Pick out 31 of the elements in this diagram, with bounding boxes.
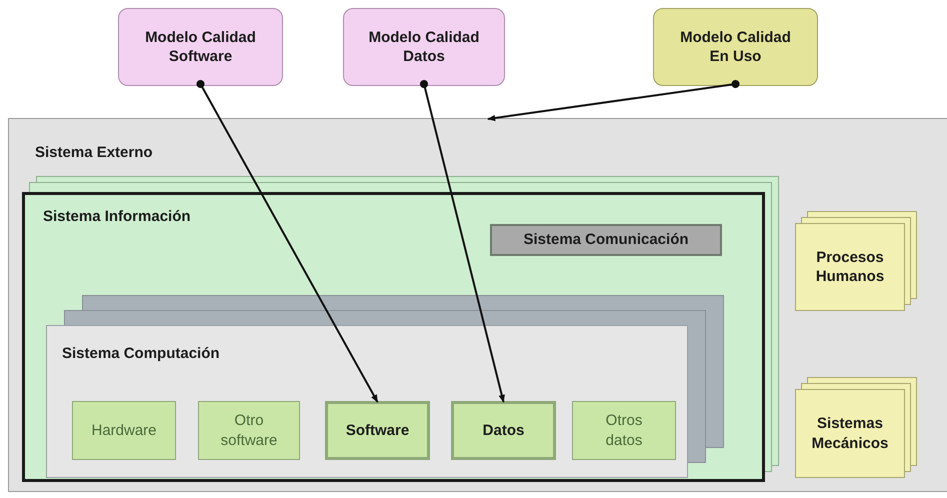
node-label: Sistema Externo xyxy=(35,143,153,162)
model-box xyxy=(118,8,283,86)
node-label: Procesos Humanos xyxy=(814,248,886,286)
component-box xyxy=(198,401,300,460)
node-label: Datos xyxy=(482,420,524,440)
node-label: Modelo Calidad En Uso xyxy=(679,28,792,66)
component-box xyxy=(451,401,556,460)
system-panel xyxy=(46,325,688,478)
node-label: Hardware xyxy=(91,420,157,440)
component-box xyxy=(72,401,176,460)
arrow xyxy=(420,80,505,403)
node-label: Otro software xyxy=(220,411,278,450)
system-box xyxy=(490,224,722,256)
system-panel xyxy=(22,192,765,482)
component-box xyxy=(572,401,676,460)
node-label: Sistema Computación xyxy=(62,344,220,364)
node-label: Software xyxy=(346,420,410,440)
node-label: Otros datos xyxy=(604,411,644,450)
arrow xyxy=(196,80,378,403)
node-label: Sistema Comunicación xyxy=(523,230,689,250)
component-box xyxy=(325,401,430,460)
node-label: Sistemas Mecánicos xyxy=(810,414,890,453)
node-label: Sistema Información xyxy=(43,207,191,226)
process-box xyxy=(795,223,905,311)
system-panel xyxy=(8,118,947,492)
process-box xyxy=(795,389,905,478)
model-box xyxy=(343,8,505,86)
node-label: Modelo Calidad Datos xyxy=(368,28,480,66)
arrow xyxy=(487,80,740,122)
model-box xyxy=(653,8,818,86)
node-label: Modelo Calidad Software xyxy=(144,28,257,66)
